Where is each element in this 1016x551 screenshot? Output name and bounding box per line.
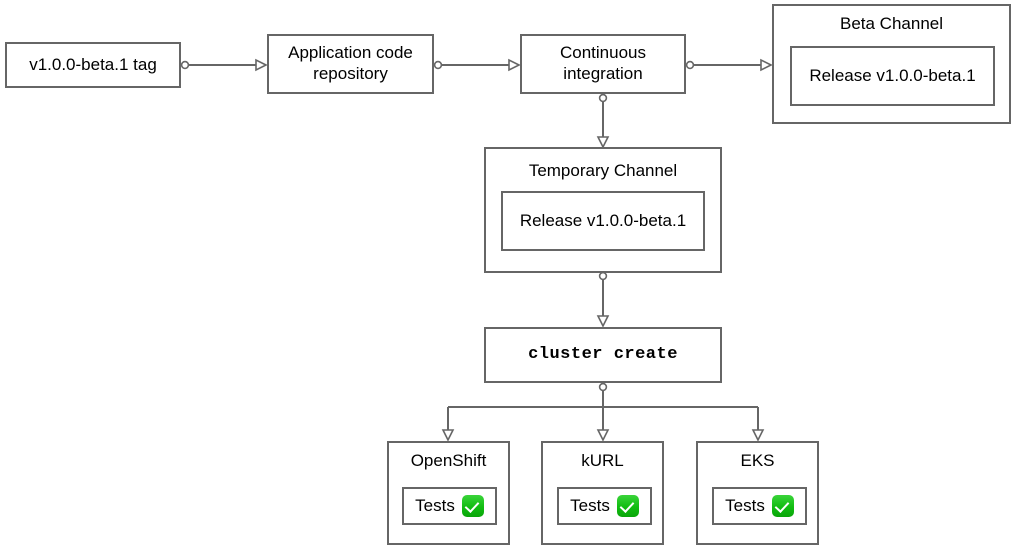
node-application-code-repository[interactable]: Application code repository [267,34,434,94]
edge-ci-to-temporary-channel [596,93,610,149]
node-eks-title: EKS [740,451,775,470]
node-beta-channel[interactable]: Beta Channel Release v1.0.0-beta.1 [772,4,1011,124]
node-continuous-integration-label: Continuous integration [559,43,646,83]
node-beta-channel-title: Beta Channel [839,14,944,33]
node-temporary-channel-release-label: Release v1.0.0-beta.1 [519,211,687,230]
green-check-icon [461,495,484,517]
node-cluster-create[interactable]: cluster create [484,327,722,383]
node-version-tag[interactable]: v1.0.0-beta.1 tag [5,42,181,88]
node-openshift[interactable]: OpenShift Tests [387,441,510,545]
node-openshift-title: OpenShift [410,451,487,470]
node-eks-tests-label: Tests [725,496,765,515]
node-eks[interactable]: EKS Tests [696,441,819,545]
edge-repo-to-ci [433,58,521,72]
node-eks-tests[interactable]: Tests [712,487,807,525]
node-kurl-tests-label: Tests [570,496,610,515]
node-temporary-channel[interactable]: Temporary Channel Release v1.0.0-beta.1 [484,147,722,273]
node-beta-channel-release[interactable]: Release v1.0.0-beta.1 [790,46,995,106]
node-version-tag-label: v1.0.0-beta.1 tag [29,54,157,74]
green-check-icon [771,495,794,517]
node-application-code-repository-label: Application code repository [288,43,413,83]
node-continuous-integration[interactable]: Continuous integration [520,34,686,94]
node-cluster-create-label: cluster create [528,344,678,364]
node-temporary-channel-release[interactable]: Release v1.0.0-beta.1 [501,191,705,251]
node-beta-channel-release-label: Release v1.0.0-beta.1 [809,66,976,85]
green-check-icon [616,495,639,517]
node-kurl-title: kURL [581,451,624,470]
edge-cluster-create-branches [441,382,765,442]
node-kurl-tests[interactable]: Tests [557,487,652,525]
edge-temporary-channel-to-cluster-create [596,271,610,328]
edge-ci-to-beta-channel [685,58,773,72]
node-kurl[interactable]: kURL Tests [541,441,664,545]
node-openshift-tests-label: Tests [415,496,455,515]
edge-tag-to-repo [180,58,268,72]
node-openshift-tests[interactable]: Tests [402,487,497,525]
node-temporary-channel-title: Temporary Channel [528,161,678,180]
